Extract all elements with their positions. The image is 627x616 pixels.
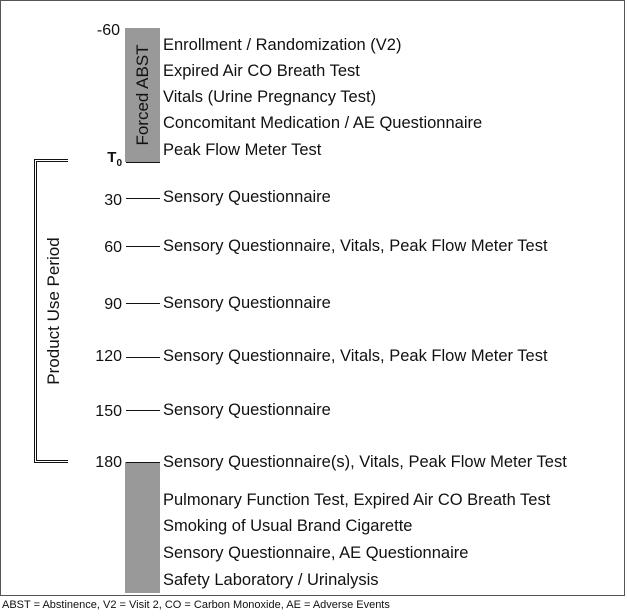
post-item: Safety Laboratory / Urinalysis	[163, 571, 379, 589]
pre-item: Enrollment / Randomization (V2)	[163, 36, 402, 54]
tick-180	[126, 462, 160, 463]
timepoint-item-180: Sensory Questionnaire(s), Vitals, Peak F…	[163, 453, 567, 471]
time-label-120: 120	[95, 348, 122, 365]
time-label-60: 60	[104, 239, 122, 256]
timepoint-item-60: Sensory Questionnaire, Vitals, Peak Flow…	[163, 237, 548, 255]
tick-150	[126, 410, 160, 411]
pre-item: Concomitant Medication / AE Questionnair…	[163, 114, 483, 132]
timepoint-item-120: Sensory Questionnaire, Vitals, Peak Flow…	[163, 347, 548, 365]
product-use-label: Product Use Period	[44, 237, 63, 385]
timepoint-item-30: Sensory Questionnaire	[163, 188, 331, 206]
tick-60	[126, 246, 160, 247]
time-label-150: 150	[95, 403, 122, 420]
post-item: Pulmonary Function Test, Expired Air CO …	[163, 491, 551, 509]
product-use-bracket	[34, 159, 68, 463]
post-item: Sensory Questionnaire, AE Questionnaire	[163, 544, 469, 562]
forced-abst-label: Forced ABST	[133, 44, 152, 146]
tick-90	[126, 303, 160, 304]
time-label-180: 180	[95, 454, 122, 471]
time-label-90: 90	[104, 296, 122, 313]
pre-item: Peak Flow Meter Test	[163, 141, 322, 159]
timepoint-item-150: Sensory Questionnaire	[163, 401, 331, 419]
tick-120	[126, 357, 160, 358]
pre-item: Vitals (Urine Pregnancy Test)	[163, 88, 377, 106]
tick-t0	[126, 162, 160, 163]
time-label-t0: T0	[107, 149, 122, 169]
time-label-30: 30	[104, 192, 122, 209]
diagram-frame	[0, 0, 625, 596]
tick-30	[126, 198, 160, 199]
post-period-bar	[125, 462, 160, 593]
forced-abst-bar	[125, 28, 160, 162]
pre-item: Expired Air CO Breath Test	[163, 62, 360, 80]
timepoint-item-90: Sensory Questionnaire	[163, 294, 331, 312]
post-item: Smoking of Usual Brand Cigarette	[163, 517, 413, 535]
time-label-minus60: -60	[96, 22, 120, 39]
footnote: ABST = Abstinence, V2 = Visit 2, CO = Ca…	[2, 599, 390, 611]
